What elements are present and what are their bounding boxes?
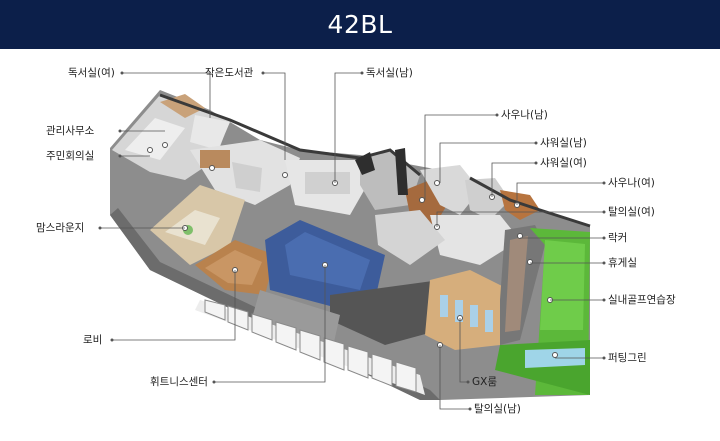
label-shower-f: 샤워실(여) — [540, 157, 587, 169]
header-bar — [0, 0, 720, 49]
floor-plan-drawing — [110, 90, 591, 400]
label-moms-lounge: 맘스라운지 — [36, 222, 85, 234]
label-sauna-f: 사우나(여) — [608, 177, 655, 189]
label-shower-m: 샤워실(남) — [540, 137, 587, 149]
label-putting-green: 퍼팅그린 — [608, 352, 647, 364]
label-lounge: 휴게실 — [608, 257, 637, 269]
label-gx-room: GX룸 — [472, 376, 497, 388]
label-reading-room-m: 독서실(남) — [366, 67, 413, 79]
label-sauna-m: 사우나(남) — [501, 109, 548, 121]
label-community-room: 주민회의실 — [46, 150, 95, 162]
label-small-library: 작은도서관 — [205, 67, 254, 79]
page-title: 42BL — [327, 10, 393, 39]
label-fitness-center: 휘트니스센터 — [150, 376, 208, 388]
label-lobby: 로비 — [83, 334, 103, 346]
label-locker: 락커 — [608, 232, 628, 244]
label-changing-m: 탈의실(남) — [474, 403, 521, 415]
label-indoor-golf: 실내골프연습장 — [608, 294, 676, 306]
label-management-office: 관리사무소 — [46, 125, 95, 137]
label-changing-f: 탈의실(여) — [608, 206, 655, 218]
label-reading-room-f: 독서실(여) — [68, 67, 115, 79]
leader-lines — [100, 72, 604, 410]
